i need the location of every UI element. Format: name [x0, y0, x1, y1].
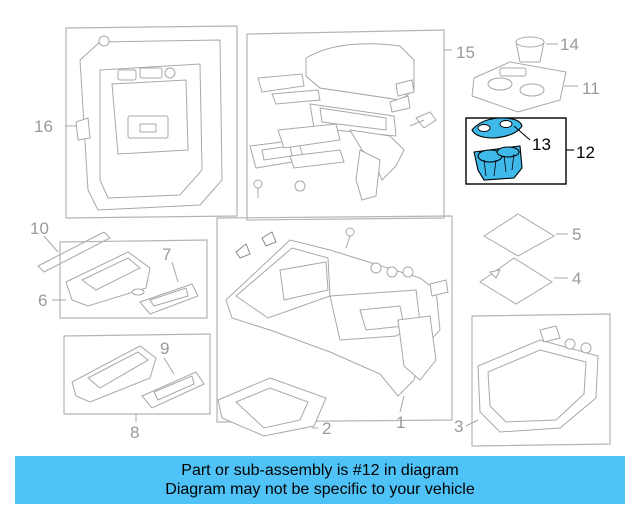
callout-16: 16	[34, 117, 53, 136]
callout-10: 10	[30, 219, 49, 238]
parts-diagram: 16 15 14 11 13 12 10 7 6 5 4 9 8 1 2 3	[30, 25, 611, 447]
callout-8: 8	[130, 423, 139, 442]
callout-14: 14	[560, 35, 579, 54]
part-5-mat	[483, 213, 568, 257]
callout-7: 7	[162, 245, 171, 264]
callout-1: 1	[396, 413, 405, 432]
part-4-mat	[479, 257, 568, 305]
part-11-trim-plate	[471, 61, 578, 113]
part-14-cup	[515, 36, 558, 63]
part-2-bracket	[217, 377, 327, 437]
callout-9: 9	[160, 339, 169, 358]
callout-3: 3	[454, 417, 463, 436]
callout-4: 4	[572, 269, 581, 288]
callout-5: 5	[572, 225, 581, 244]
part-12-cup-holder-assembly	[465, 117, 574, 185]
banner-line-1: Part or sub-assembly is #12 in diagram	[181, 462, 459, 479]
part-16-rear-panel	[65, 25, 238, 219]
part-3-lower-bin	[465, 313, 611, 447]
callout-15: 15	[456, 43, 475, 62]
callout-2: 2	[322, 419, 331, 438]
part-8-tray-box	[63, 333, 211, 422]
part-15-console-lid	[246, 29, 452, 221]
banner-line-2: Diagram may not be specific to your vehi…	[165, 481, 475, 498]
callout-13: 13	[532, 135, 551, 154]
callout-11: 11	[582, 79, 600, 98]
callout-6: 6	[38, 291, 47, 310]
part-1-center-console	[216, 215, 453, 423]
part-6-tray-box	[52, 239, 208, 319]
info-banner: Part or sub-assembly is #12 in diagram D…	[15, 456, 625, 504]
callout-12: 12	[576, 143, 595, 162]
